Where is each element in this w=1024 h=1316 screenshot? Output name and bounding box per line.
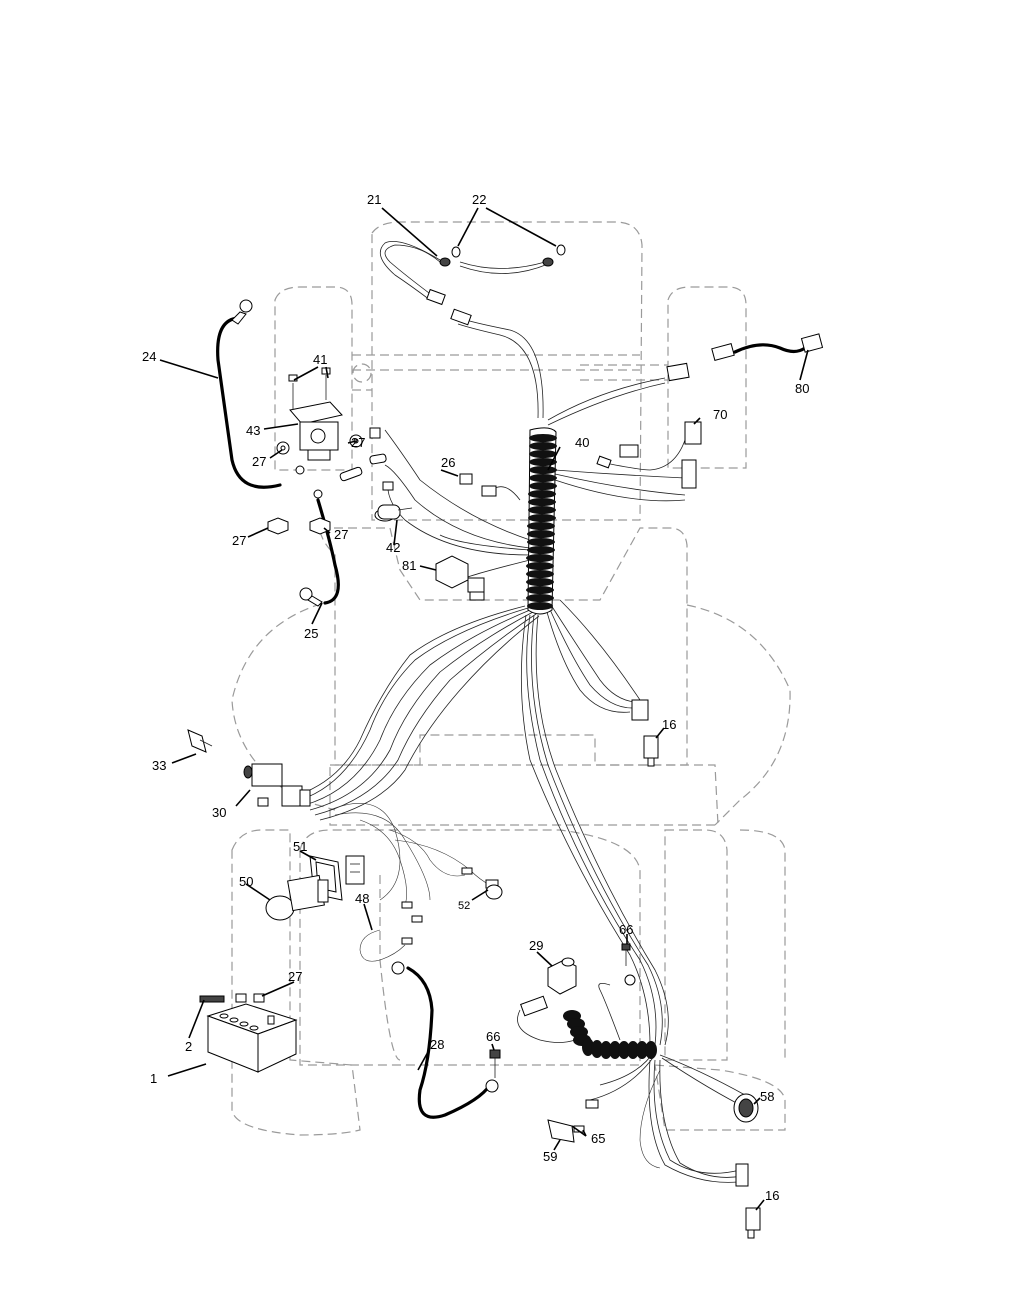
- rear-harness-conduit: [563, 1010, 657, 1059]
- callout-52: 52: [458, 900, 470, 912]
- cable-28: [406, 966, 492, 1119]
- headlight-22: [542, 244, 566, 267]
- callout-26: 26: [441, 455, 455, 470]
- connector-80: [711, 333, 824, 361]
- callout-65: 65: [591, 1131, 605, 1146]
- battery-bolts-2: [199, 993, 265, 1003]
- ignition-switch-30: [243, 763, 311, 807]
- callout-27-d: 27: [334, 527, 348, 542]
- ring-terminal-28-top: [391, 961, 405, 975]
- callout-2: 2: [185, 1039, 192, 1054]
- callout-41: 41: [313, 352, 327, 367]
- callout-16-mid: 16: [662, 717, 676, 732]
- battery-1: [206, 1003, 298, 1073]
- plug-42: [374, 504, 413, 522]
- cable-80: [733, 343, 807, 354]
- cable-24: [216, 316, 282, 489]
- ring-terminal-25: [299, 587, 313, 601]
- callout-40: 40: [575, 435, 589, 450]
- callout-1: 1: [150, 1071, 157, 1086]
- callout-24: 24: [142, 349, 156, 364]
- interlock-switch-16-rear: [735, 1163, 761, 1239]
- connector-26: [459, 473, 497, 497]
- callout-29: 29: [529, 938, 543, 953]
- clip-33: [187, 729, 213, 753]
- pto-switch-50: [265, 874, 329, 921]
- leader-lines: [159, 207, 809, 1211]
- callout-16-rear: 16: [765, 1188, 779, 1203]
- callout-22: 22: [472, 192, 486, 207]
- callout-27-e: 27: [288, 969, 302, 984]
- callout-42: 42: [386, 540, 400, 555]
- callout-66-lower: 66: [486, 1029, 500, 1044]
- headlight-connectors: [426, 288, 472, 326]
- callout-30: 30: [212, 805, 226, 820]
- battery-cables: [216, 299, 807, 1119]
- nuts-27: [267, 434, 363, 535]
- callout-59: 59: [543, 1149, 557, 1164]
- callout-28: 28: [430, 1037, 444, 1052]
- bracket-59: [547, 1099, 599, 1143]
- harness-conduit-40: [526, 427, 557, 615]
- connector-block: [345, 855, 365, 885]
- callout-25: 25: [304, 626, 318, 641]
- hour-meter-58: [733, 1093, 759, 1123]
- callout-21: 21: [367, 192, 381, 207]
- callout-33: 33: [152, 758, 166, 773]
- callout-58: 58: [760, 1089, 774, 1104]
- callout-66-upper: 66: [619, 922, 633, 937]
- screw-66-lower: [489, 1049, 501, 1078]
- callout-27-c: 27: [232, 533, 246, 548]
- connector-70: [596, 362, 702, 489]
- ring-terminal-28-bottom: [485, 1079, 499, 1093]
- callout-48: 48: [355, 891, 369, 906]
- callout-80: 80: [795, 381, 809, 396]
- screw-66-upper: [621, 943, 636, 986]
- terminals-48-52: [401, 867, 503, 945]
- tractor-outline: [231, 221, 791, 1136]
- seat-switch-29: [520, 957, 577, 1017]
- callout-27-a: 27: [351, 435, 365, 450]
- callout-51: 51: [293, 839, 307, 854]
- callout-81: 81: [402, 558, 416, 573]
- callout-70: 70: [713, 407, 727, 422]
- interlock-switch-16-mid: [631, 699, 659, 767]
- ring-terminal-24-top: [239, 299, 253, 313]
- callout-27-b: 27: [252, 454, 266, 469]
- relay-81: [435, 555, 485, 601]
- headlight-21: [439, 246, 461, 267]
- callout-labels: 21 22 24 41 43 27 27 27 27 25 26 40 42 8…: [142, 192, 809, 1203]
- fuse-holders: [339, 427, 394, 491]
- harness-wires: [297, 241, 751, 1183]
- starter-solenoid-43: [288, 367, 343, 461]
- callout-43: 43: [246, 423, 260, 438]
- callout-50: 50: [239, 874, 253, 889]
